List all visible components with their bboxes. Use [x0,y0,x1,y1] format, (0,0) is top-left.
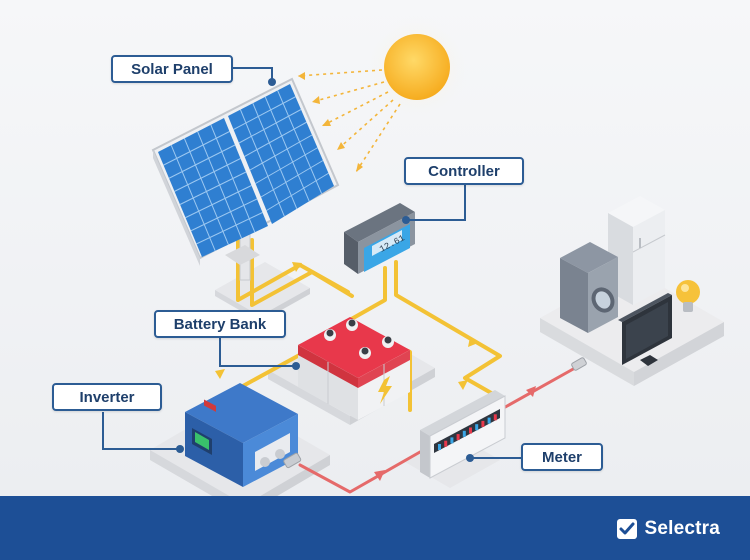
television-icon [618,293,672,366]
light-bulb-icon [676,280,700,312]
dc-wire-arrows [215,262,478,390]
inverter-icon [185,383,302,487]
sun-rays [297,69,401,173]
brand-name: Selectra [644,518,720,539]
inverter-label: Inverter [52,383,162,411]
sun-icon [297,15,469,173]
diagram-artwork: 12.61 [0,0,750,496]
selectra-check-icon [617,519,638,539]
washing-machine-icon [560,242,618,333]
callout-leaders [102,67,521,459]
meter-label: Meter [521,443,603,471]
ac-wires [298,366,577,494]
battery-bank-label: Battery Bank [154,310,286,338]
controller-label: Controller [404,157,524,185]
solar-panel-label: Solar Panel [111,55,233,83]
charge-controller-icon: 12.61 [344,203,415,274]
solar-panel-icon [151,77,340,281]
meter-icon [420,390,506,479]
brand-logo[interactable]: Selectra [616,518,720,540]
battery-icon [298,317,410,420]
